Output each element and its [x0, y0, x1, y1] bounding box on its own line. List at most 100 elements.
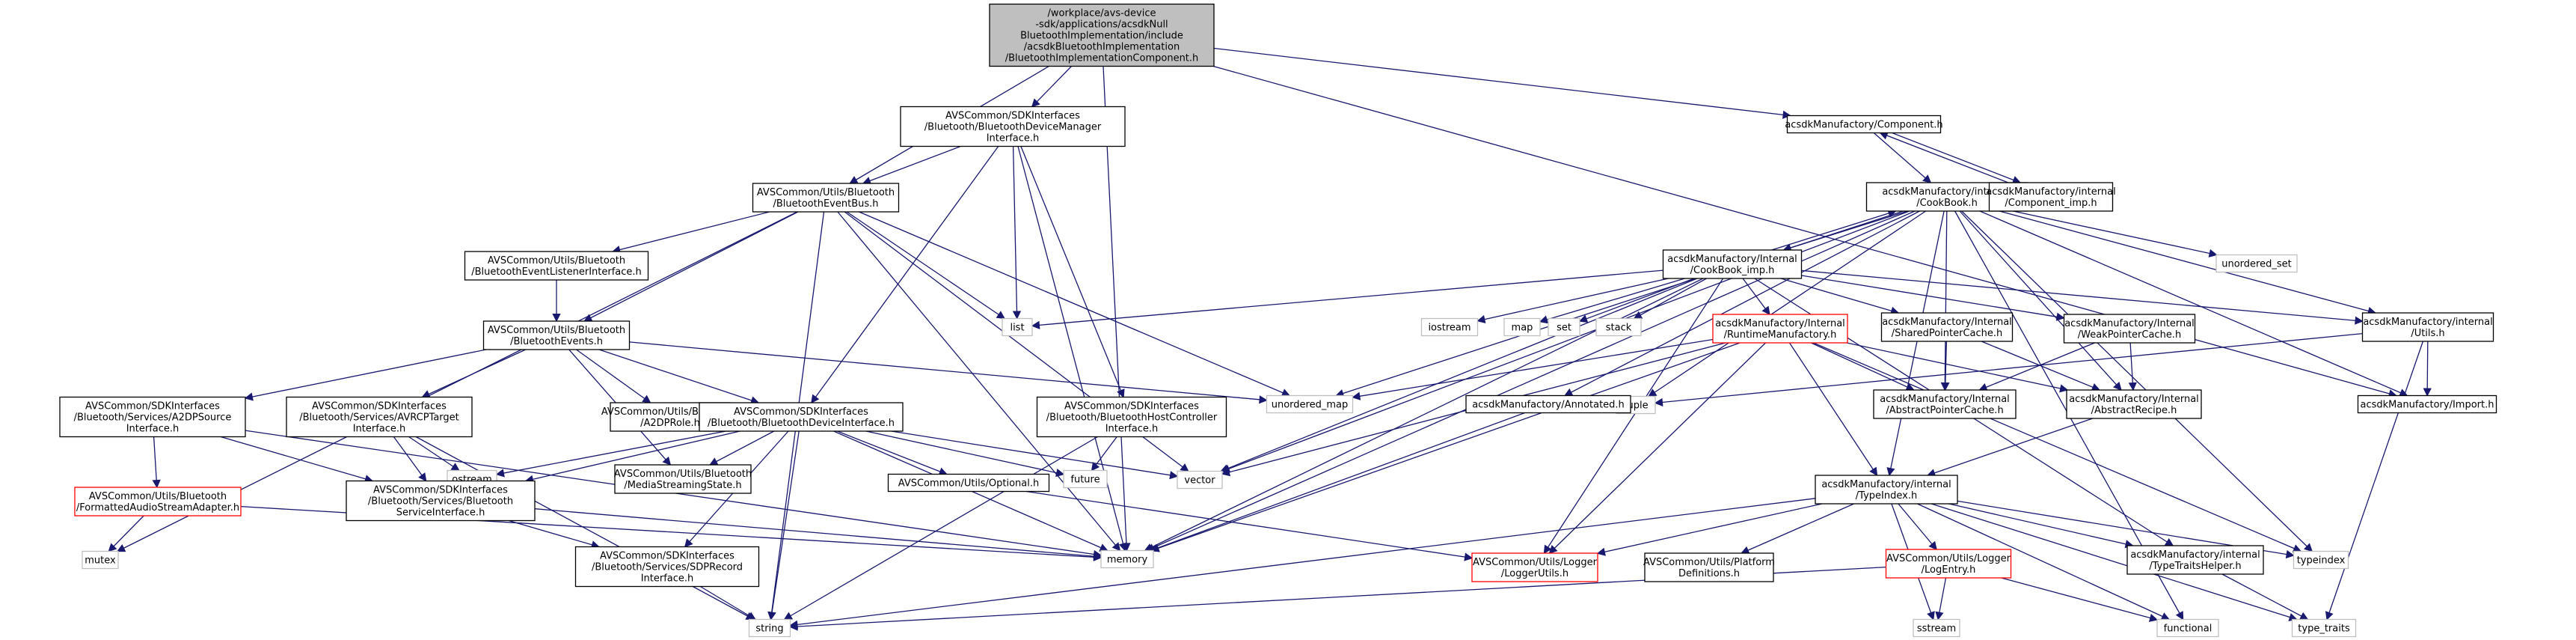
edge-arrow: [576, 349, 651, 403]
edge-arrow: [1846, 342, 2067, 390]
node-logentry[interactable]: AVSCommon/Utils/Logger/LogEntry.h: [1885, 549, 2012, 579]
edge-absrecipe-to-typeindex_h: [1928, 418, 2094, 475]
node-sdprecord[interactable]: AVSCommon/SDKInterfaces/Bluetooth/Servic…: [574, 546, 760, 588]
node-mediastate[interactable]: AVSCommon/Utils/Bluetooth/MediaStreaming…: [614, 464, 752, 494]
node-label-line: /BluetoothImplementationComponent.h: [1005, 53, 1199, 64]
node-label-line: Interface.h: [987, 133, 1040, 144]
edge-component-to-cookbook: [1873, 132, 1931, 183]
node-events[interactable]: AVSCommon/Utils/Bluetooth/BluetoothEvent…: [482, 320, 631, 350]
node-sharedcache[interactable]: acsdkManufactory/Internal/SharedPointerC…: [1880, 312, 2014, 342]
node-label-line: AVSCommon/Utils/Logger: [1473, 557, 1598, 568]
node-box: [1595, 317, 1642, 337]
edge-typeindex_h-to-platformdefs: [1741, 503, 1854, 553]
edge-runtime-to-loggerutils: [1550, 342, 1766, 553]
node-root[interactable]: /workplace/avs-device-sdk/applications/a…: [989, 3, 1215, 67]
node-btservice[interactable]: AVSCommon/SDKInterfaces/Bluetooth/Servic…: [346, 480, 536, 522]
edge-hostctrl-to-string: [785, 436, 1098, 620]
node-avrcp[interactable]: AVSCommon/SDKInterfaces/Bluetooth/Servic…: [286, 396, 473, 438]
edge-logentry-to-sstream: [1938, 577, 1947, 620]
node-label-line: functional: [2164, 624, 2212, 635]
node-absrecipe[interactable]: acsdkManufactory/Internal/AbstractRecipe…: [2066, 389, 2202, 419]
edge-avrcp-to-string: [415, 436, 754, 620]
edge-arrow: [1213, 47, 1791, 116]
edge-arrow: [1945, 210, 1947, 390]
node-eventbus[interactable]: AVSCommon/Utils/Bluetooth/BluetoothEvent…: [752, 183, 900, 213]
node-label-line: Interface.h: [126, 424, 180, 435]
node-box: [2063, 314, 2196, 344]
node-type_traits: type_traits: [2291, 618, 2357, 638]
edge-arrow: [1222, 210, 1910, 472]
node-label-line: future: [1070, 475, 1100, 486]
node-box: [2066, 389, 2202, 419]
node-label-line: acsdkManufactory/internal: [2363, 317, 2492, 328]
node-optional[interactable]: AVSCommon/Utils/Optional.h: [887, 473, 1050, 493]
node-label-line: /Component_imp.h: [2005, 198, 2097, 209]
node-label-line: /BluetoothEventBus.h: [773, 198, 878, 210]
edge-cookbook-to-typeindex_h: [1889, 210, 1945, 475]
edge-devintf-to-string: [771, 430, 800, 620]
edge-arrow: [1931, 503, 2297, 620]
edge-arrow: [534, 508, 1101, 557]
node-fmtadapter[interactable]: AVSCommon/Utils/Bluetooth/FormattedAudio…: [74, 487, 242, 516]
edge-weakcache-to-absrecipe: [2130, 342, 2133, 390]
edge-arrow: [1938, 577, 1947, 620]
node-annotated[interactable]: acsdkManufactory/Annotated.h: [1465, 394, 1631, 414]
edge-cookbook-to-utils: [1999, 210, 2376, 313]
edge-arrow: [245, 349, 487, 398]
node-box: [1786, 115, 1942, 134]
edge-arrow: [1649, 210, 1926, 397]
node-list: list: [1002, 317, 1033, 337]
edge-arrow: [1032, 269, 1663, 326]
node-component_imp[interactable]: acsdkManufactory/internal/Component_imp.…: [1986, 182, 2116, 212]
node-devmgr[interactable]: AVSCommon/SDKInterfaces/Bluetooth/Blueto…: [900, 106, 1126, 147]
node-label-line: /Bluetooth/Services/AVRCPTarget: [299, 412, 459, 424]
edge-a2dpsource-to-fmtadapter: [154, 436, 157, 488]
node-typetraitshelper[interactable]: acsdkManufactory/internal/TypeTraitsHelp…: [2126, 545, 2264, 575]
edge-arrow: [891, 430, 1177, 476]
edge-cookbook_imp-to-memory: [1145, 278, 1704, 551]
node-abscache[interactable]: acsdkManufactory/Internal/AbstractPointe…: [1873, 389, 2017, 419]
edge-arrow: [785, 436, 1098, 620]
node-label-line: /AbstractPointerCache.h: [1886, 405, 2003, 416]
node-box: [82, 550, 119, 570]
node-box: [1662, 249, 1803, 279]
node-cookbook_imp[interactable]: acsdkManufactory/Internal/CookBook_imp.h: [1662, 249, 1803, 279]
edge-arrow: [1550, 342, 1766, 553]
node-loggerutils[interactable]: AVSCommon/Utils/Logger/LoggerUtils.h: [1471, 552, 1598, 582]
edge-arrow: [526, 430, 740, 481]
edge-arrow: [1873, 132, 1931, 183]
edge-cookbook_imp-to-sharedcache: [1780, 278, 1898, 313]
node-runtime[interactable]: acsdkManufactory/Internal/RuntimeManufac…: [1712, 314, 1848, 344]
node-iostream: iostream: [1420, 317, 1479, 337]
node-label-line: AVSCommon/Utils/Platform: [1643, 557, 1775, 568]
edge-runtime-to-typeindex: [1813, 342, 2301, 552]
node-devintf[interactable]: AVSCommon/SDKInterfaces/Bluetooth/Blueto…: [699, 402, 904, 432]
edge-btservice-to-memory: [534, 508, 1101, 557]
edge-hostctrl-to-future: [1092, 436, 1117, 471]
node-a2dpsource[interactable]: AVSCommon/SDKInterfaces/Bluetooth/Servic…: [59, 396, 246, 438]
edge-weakcache-to-abscache: [1980, 342, 2095, 390]
node-label-line: Interface.h: [1105, 424, 1159, 435]
node-hostctrl[interactable]: AVSCommon/SDKInterfaces/Bluetooth/Blueto…: [1036, 396, 1227, 438]
edge-typetraitshelper-to-type_traits: [2221, 573, 2307, 620]
node-component[interactable]: acsdkManufactory/Component.h: [1785, 115, 1943, 134]
edge-arrow: [423, 349, 526, 397]
edge-cookbook-to-unordered_map: [1336, 210, 1904, 396]
node-utils[interactable]: acsdkManufactory/internal/Utils.h: [2361, 312, 2494, 342]
node-box: [989, 3, 1215, 67]
node-label-line: /LogEntry.h: [1922, 564, 1976, 576]
edge-arrow: [1353, 338, 1714, 397]
node-box: [1266, 394, 1354, 414]
node-label-line: /RuntimeManufactory.h: [1724, 329, 1837, 341]
edge-arrow: [1880, 133, 2009, 183]
node-weakcache[interactable]: acsdkManufactory/Internal/WeakPointerCac…: [2063, 314, 2196, 344]
node-import[interactable]: acsdkManufactory/Import.h: [2357, 394, 2497, 414]
node-label-line: AVSCommon/SDKInterfaces: [85, 401, 220, 412]
node-listener[interactable]: AVSCommon/Utils/Bluetooth/BluetoothEvent…: [464, 251, 649, 281]
node-typeindex_h[interactable]: acsdkManufactory/internal/TypeIndex.h: [1815, 475, 1958, 505]
edge-utils-to-type_traits: [2327, 341, 2424, 620]
node-unordered_map: unordered_map: [1266, 394, 1354, 414]
edge-cookbook_imp-to-set: [1580, 278, 1695, 321]
node-box: [699, 402, 904, 432]
